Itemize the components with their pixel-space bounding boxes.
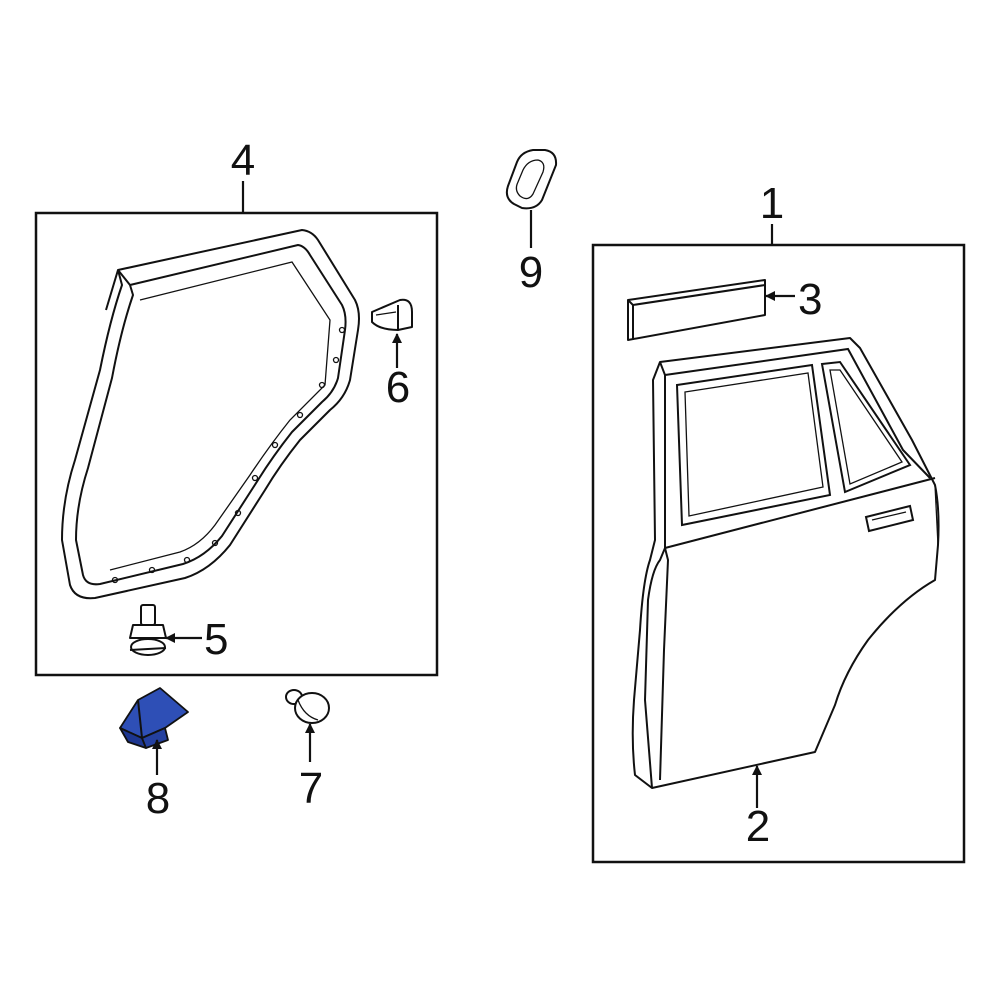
door-handle-recess — [864, 504, 915, 533]
callout-5: 5 — [204, 615, 228, 664]
clip-item-6[interactable] — [371, 298, 413, 331]
bracket-top-face — [119, 687, 189, 739]
callout-6: 6 — [386, 363, 410, 412]
weatherstrip-group-box — [34, 211, 439, 677]
bracket-item-8[interactable] — [119, 687, 189, 749]
plug-item-7[interactable] — [285, 689, 330, 724]
door-weatherstrip[interactable] — [61, 229, 360, 600]
callout-1: 1 — [760, 179, 784, 228]
callout-9: 9 — [519, 248, 543, 297]
callout-4: 4 — [231, 136, 255, 185]
callout-2: 2 — [746, 802, 770, 851]
callout-8: 8 — [146, 774, 170, 823]
rear-door-shell-item-2[interactable] — [631, 337, 940, 789]
callout-7: 7 — [299, 764, 323, 813]
callout-3: 3 — [798, 275, 822, 324]
retainer-clip-item-5[interactable] — [129, 604, 167, 656]
bracket-side-face — [141, 727, 169, 749]
door-assembly-group-box — [591, 243, 966, 864]
grommet-item-9[interactable] — [505, 149, 558, 210]
trim-strip-item-3[interactable] — [627, 279, 766, 341]
